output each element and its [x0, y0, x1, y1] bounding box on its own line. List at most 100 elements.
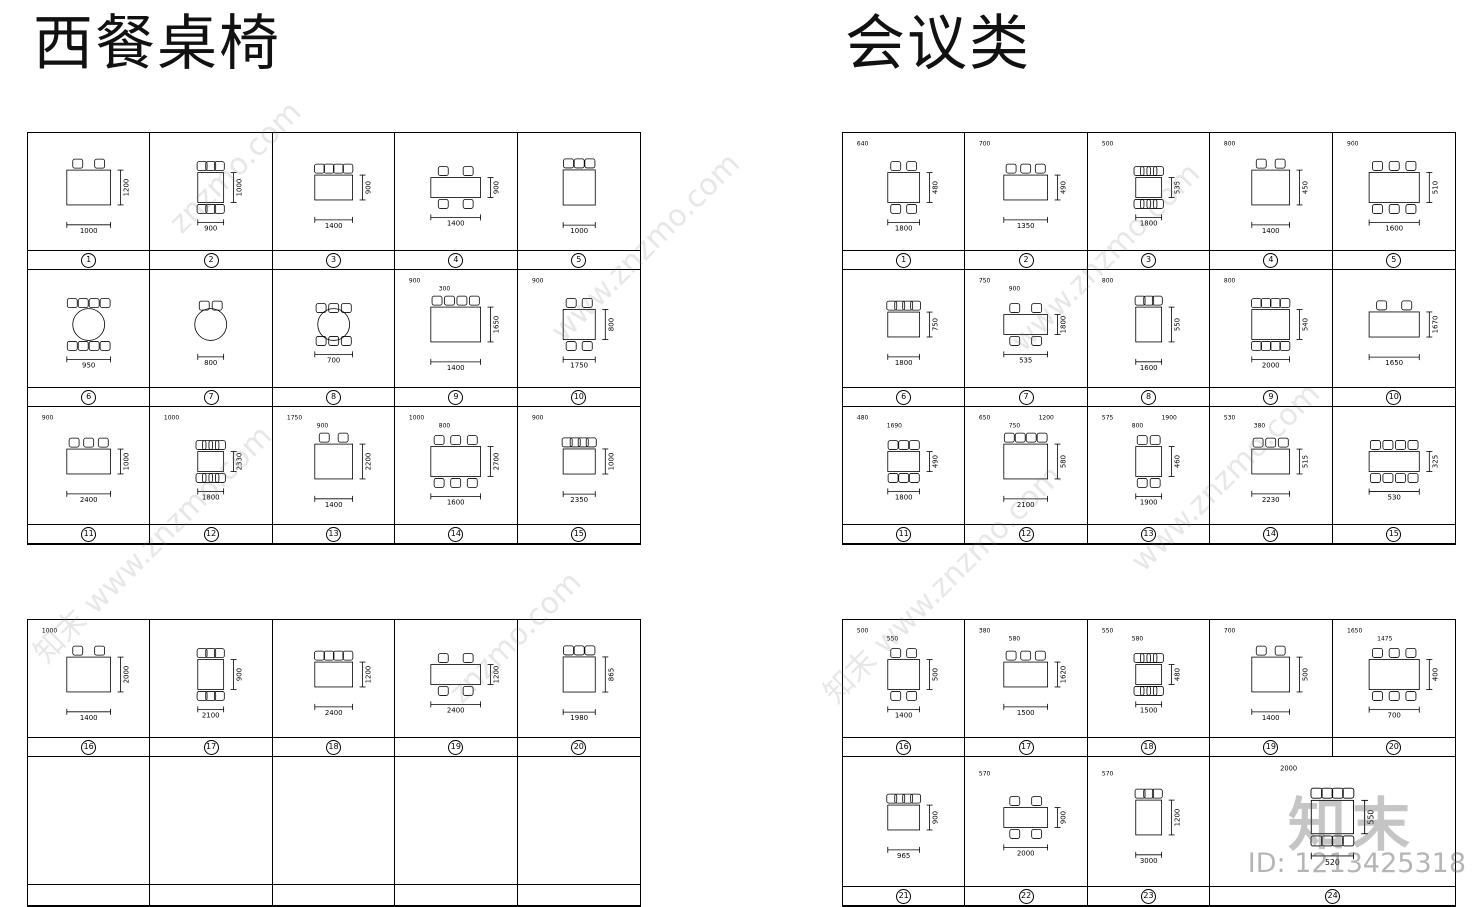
dimension-label: 950	[82, 361, 95, 369]
furniture-plan-svg: 950	[66, 298, 111, 369]
dimension-label: 2100	[1017, 501, 1035, 509]
dimension-label: 500	[1102, 141, 1114, 148]
dimension-label: 900	[532, 277, 544, 284]
dimension-label: 540	[1302, 318, 1310, 331]
dimension-label: 1650	[1385, 358, 1403, 367]
dimension-label: 1670	[1430, 316, 1439, 334]
dimension-label: 1200	[1039, 415, 1054, 422]
title-western-dining: 西餐桌椅	[33, 9, 281, 79]
cell-number-strip: 7	[965, 387, 1087, 406]
dimension-label: 1690	[887, 423, 902, 430]
dimension-label: 640	[857, 141, 869, 148]
cell-number-strip: 6	[28, 387, 150, 406]
dimension-label: 1800	[895, 493, 913, 501]
cell-number-strip: 8	[1087, 387, 1210, 406]
dimension-label: 1000	[570, 226, 588, 235]
empty-strip	[395, 884, 517, 905]
dimension-label: 1600	[447, 498, 465, 506]
dimension-label: 865	[606, 668, 615, 681]
furniture-cell: 950 6	[28, 270, 151, 407]
dimension-label: 800	[1102, 278, 1114, 285]
cell-number-strip: 18	[272, 737, 395, 756]
cell-number: 1	[896, 252, 912, 268]
empty-area	[28, 757, 149, 884]
cell-number: 19	[448, 739, 464, 755]
dimension-label: 480	[932, 181, 940, 194]
furniture-cell: 1000 5	[517, 133, 640, 270]
cell-number: 11	[81, 526, 97, 542]
cell-number-strip: 19	[1210, 737, 1332, 756]
dimension-label: 900	[317, 423, 329, 430]
dimension-label: 700	[979, 141, 991, 148]
furniture-plan-svg: 700	[314, 303, 353, 364]
dimension-label: 530	[1387, 493, 1400, 502]
furniture-drawing: 1650 1670	[1333, 270, 1455, 387]
dimension-label: 2200	[364, 453, 372, 471]
cell-number-strip: 15	[1332, 524, 1455, 543]
dimension-label: 800	[439, 423, 451, 430]
dimension-label: 2230	[1262, 496, 1280, 504]
dimension-label: 2000	[1280, 764, 1297, 772]
cell-number-strip: 4	[395, 250, 517, 269]
dimension-label: 900	[364, 181, 372, 194]
dimension-label: 750	[979, 278, 991, 285]
cell-number-strip: 11	[843, 524, 965, 543]
dimension-label: 1800	[1060, 316, 1068, 334]
dimension-label: 515	[1302, 455, 1310, 468]
empty-cell	[517, 757, 640, 906]
dimension-label: 1620	[1060, 666, 1068, 684]
empty-cell	[272, 757, 396, 906]
cell-number: 14	[448, 526, 464, 542]
dimension-label: 1000	[409, 415, 424, 422]
dimension-label: 1200	[364, 666, 372, 684]
dimension-label: 580	[1060, 455, 1068, 468]
dimension-label: 1000	[42, 628, 57, 635]
cell-number-strip: 12	[150, 524, 272, 543]
empty-area	[395, 757, 516, 884]
cell-number-strip: 3	[1087, 250, 1210, 269]
dimension-label: 1400	[895, 711, 913, 719]
dimension-label: 325	[1430, 455, 1439, 468]
dimension-label: 460	[1173, 455, 1181, 468]
dimension-label: 1650	[493, 316, 501, 334]
cell-number-strip: 14	[395, 524, 517, 543]
cell-number: 18	[1140, 739, 1156, 755]
cell-number-strip: 12	[965, 524, 1087, 543]
dimension-label: 1200	[493, 666, 501, 684]
cell-number-strip: 20	[517, 737, 640, 756]
dimension-label: 2000	[122, 666, 130, 684]
cell-number: 5	[571, 252, 587, 268]
cell-number: 18	[325, 739, 341, 755]
dimension-label: 490	[932, 455, 940, 468]
dimension-label: 800	[1224, 278, 1236, 285]
cell-number-strip: 3	[272, 250, 395, 269]
